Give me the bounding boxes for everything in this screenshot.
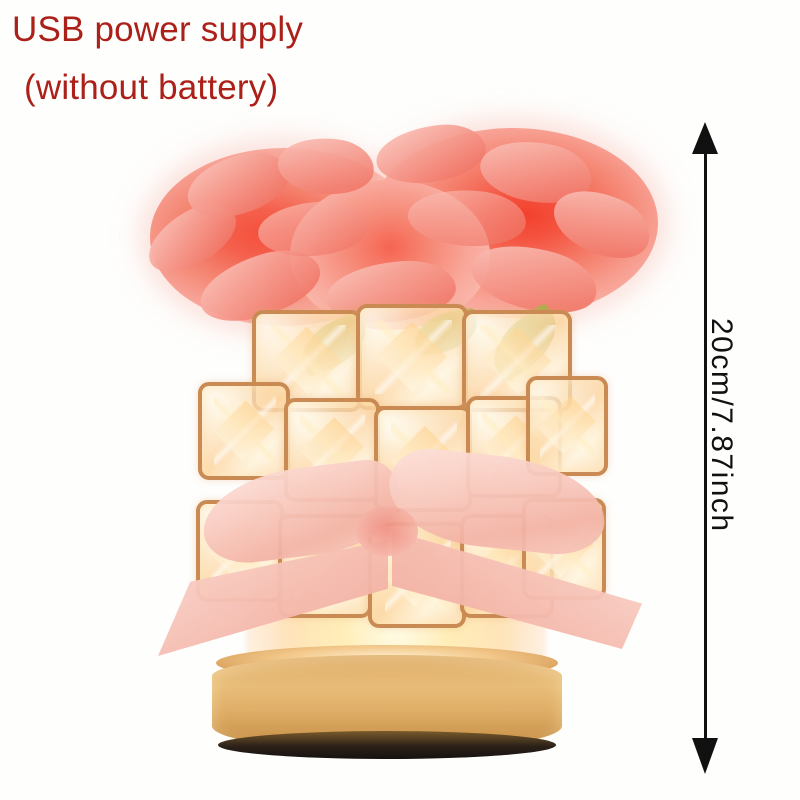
crystal-cube xyxy=(356,304,468,410)
caption-line-usb-power-supply: USB power supply xyxy=(12,10,304,49)
caption-block: USB power supply (without battery) xyxy=(0,0,430,108)
rose-cluster xyxy=(137,120,661,332)
dimension-ruler: 20cm/7.87inch xyxy=(672,118,800,786)
dimension-label: 20cm/7.87inch xyxy=(705,318,738,533)
caption-line-without-battery: (without battery) xyxy=(24,68,279,107)
crystal-cube xyxy=(526,376,608,476)
crystal-cube xyxy=(198,382,290,480)
ribbon-knot xyxy=(356,506,418,556)
base-bottom-rim xyxy=(218,731,556,759)
dimension-line xyxy=(704,138,707,756)
arrow-down-icon xyxy=(692,738,718,774)
pink-ribbon-bow xyxy=(140,444,660,740)
product-photo xyxy=(137,120,661,780)
gold-cylinder-base xyxy=(212,645,562,765)
